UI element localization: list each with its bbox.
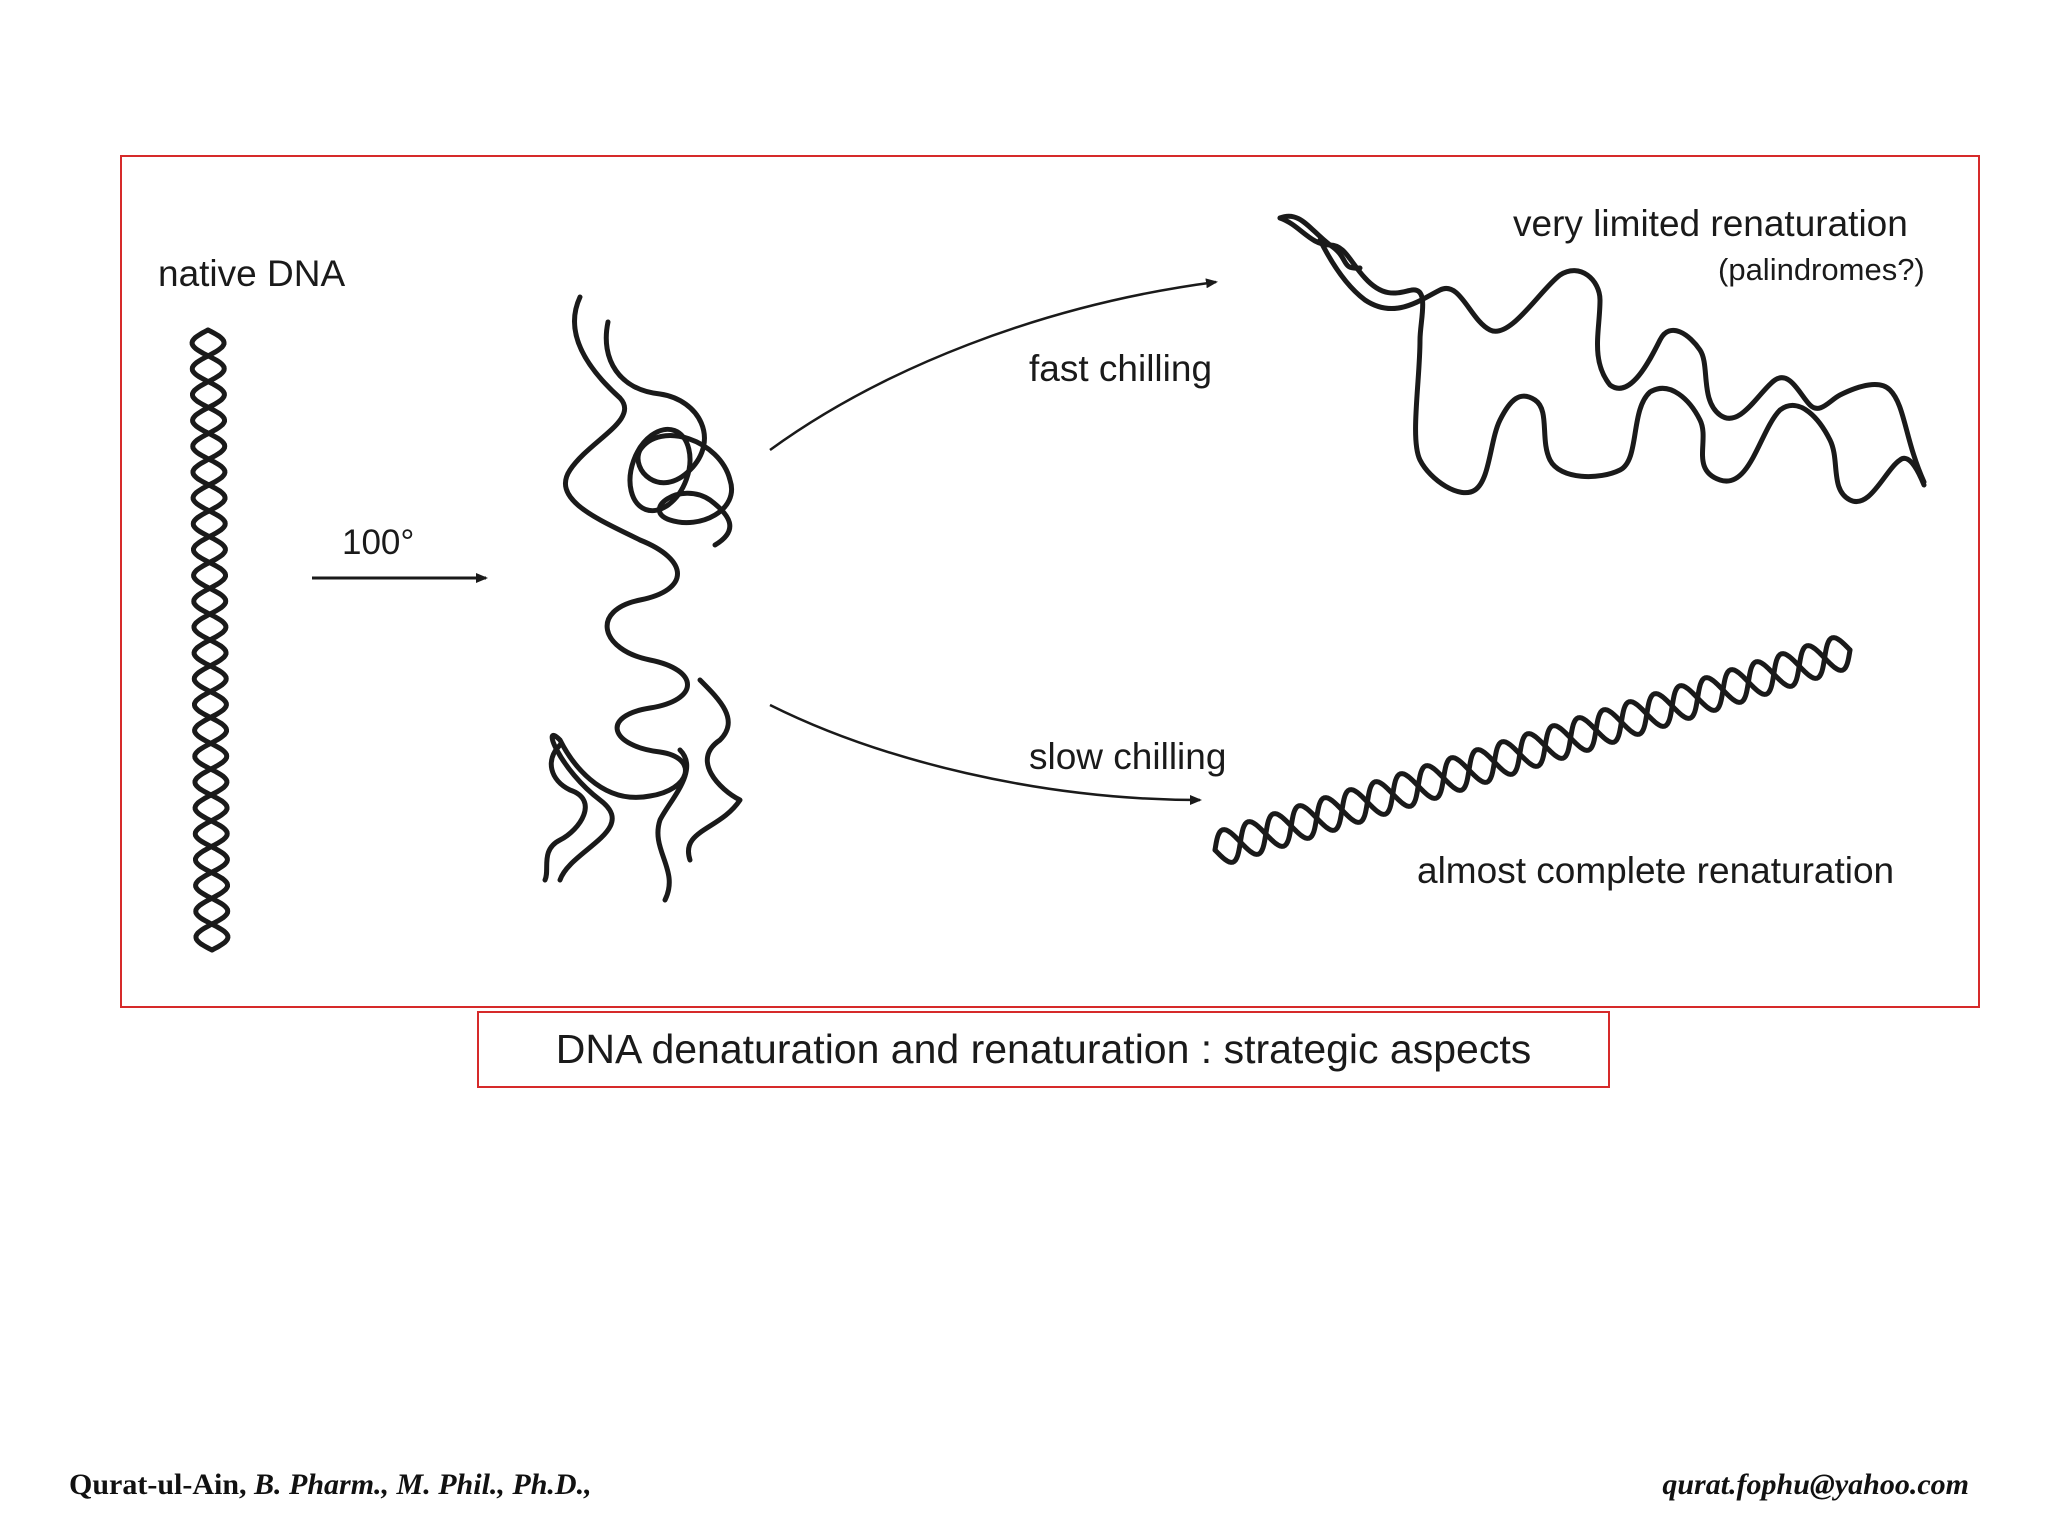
renatured-dna-helix bbox=[1212, 635, 1853, 865]
caption-text: DNA denaturation and renaturation : stra… bbox=[555, 1026, 1532, 1072]
slow-chilling-arrow bbox=[769, 703, 1202, 805]
author-name: Qurat-ul-Ain, bbox=[69, 1468, 247, 1501]
native-dna-helix bbox=[189, 327, 231, 953]
helix-strand bbox=[1212, 635, 1853, 857]
slow-chilling-label: slow chilling bbox=[1029, 736, 1227, 777]
palindromes-label: (palindromes?) bbox=[1718, 252, 1925, 287]
caption-box: DNA denaturation and renaturation : stra… bbox=[477, 1011, 1610, 1088]
complete-renaturation-label: almost complete renaturation bbox=[1417, 850, 1895, 891]
temperature-label: 100° bbox=[342, 523, 415, 562]
limited-renaturation-label: very limited renaturation bbox=[1513, 203, 1908, 244]
denatured-dna-strands bbox=[542, 294, 743, 903]
separated-dna-strands bbox=[1277, 213, 1927, 505]
helix-strand bbox=[1212, 643, 1853, 865]
fast-chilling-label: fast chilling bbox=[1029, 348, 1213, 389]
author-credentials: B. Pharm., M. Phil., Ph.D., bbox=[254, 1468, 592, 1501]
footer-author: Qurat-ul-Ain, B. Pharm., M. Phil., Ph.D.… bbox=[69, 1468, 592, 1502]
footer-email: qurat.fophu@yahoo.com bbox=[1662, 1468, 1969, 1501]
diagram-frame bbox=[120, 155, 1980, 1008]
helix-strand bbox=[189, 327, 231, 953]
fast-chilling-arrow bbox=[769, 278, 1218, 452]
native-dna-label: native DNA bbox=[158, 253, 346, 294]
